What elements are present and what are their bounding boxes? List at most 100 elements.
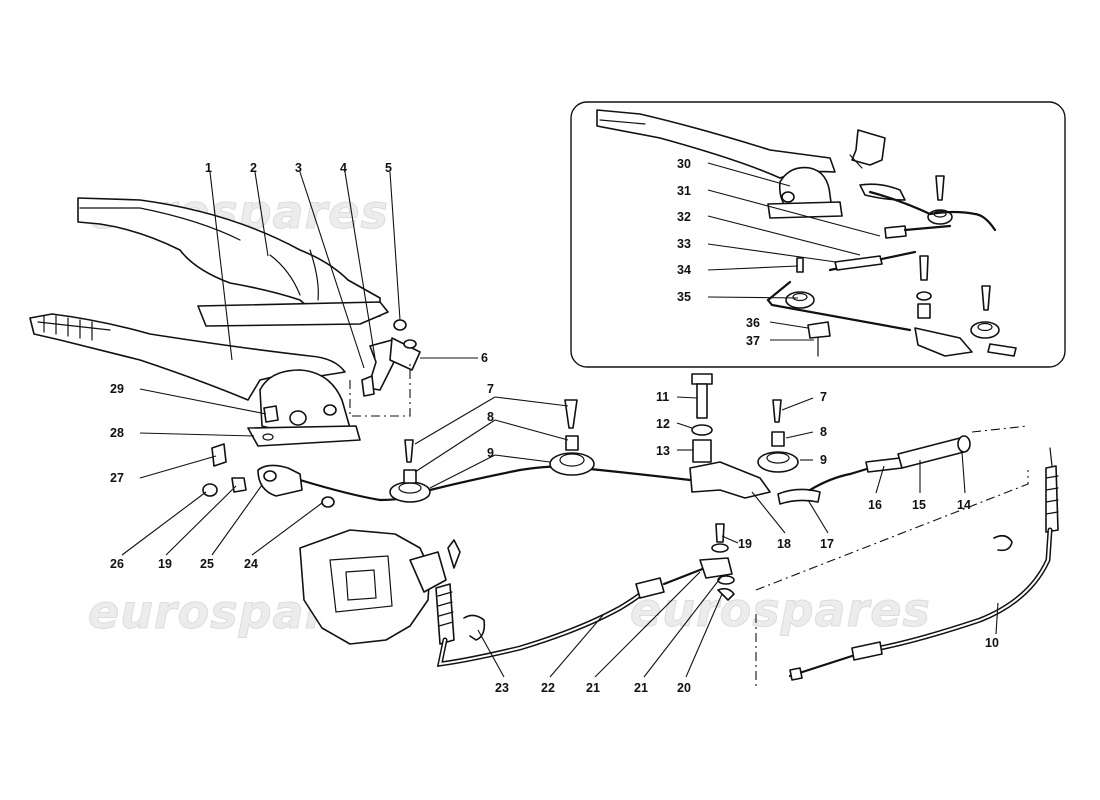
callout-18: 18 [777,537,791,551]
callout-8-right: 8 [820,425,827,439]
callout-25: 25 [200,557,214,571]
spacer-8-left [403,469,417,484]
bolt-7-center [564,399,578,429]
callout-8-left: 8 [487,410,494,424]
callout-9-right: 9 [820,453,827,467]
callout-31: 31 [677,184,691,198]
adjuster-cable [808,466,872,492]
inset-bolt-1 [935,175,945,201]
nut-5 [393,319,407,331]
equalizer-21 [699,557,733,579]
hand-lever [29,313,346,401]
boot-base-flange [197,301,389,327]
callout-33: 33 [677,237,691,251]
adjuster-nut-16 [865,457,903,473]
caliper-body [299,529,431,645]
callout-35: 35 [677,290,691,304]
callout-34: 34 [677,263,691,277]
inset-spring [987,343,1017,357]
pin-19-left [231,477,247,493]
callout-32: 32 [677,210,691,224]
brake-caliper [299,529,486,645]
spacer-8-right [771,431,785,447]
bleed-screw [447,539,461,569]
clip-20 [717,587,735,601]
callout-2: 2 [250,161,257,175]
washer-19 [711,543,729,553]
ratchet-housing [259,369,351,437]
callout-36: 36 [746,316,760,330]
callout-12: 12 [656,417,670,431]
inset-detail [570,101,1066,368]
cable-end-21 [635,577,665,599]
inset-base-plate [767,201,843,219]
inset-cable-3 [766,280,912,332]
washer-12 [691,424,713,436]
bracket-18 [689,461,771,499]
callout-19-left: 19 [158,557,172,571]
callout-5: 5 [385,161,392,175]
callout-26: 26 [110,557,124,571]
inset-bolt-2 [981,285,991,311]
inset-bracket [851,129,886,166]
callout-4: 4 [340,161,347,175]
callout-23: 23 [495,681,509,695]
callout-9-left: 9 [487,446,494,460]
callout-11: 11 [656,390,669,404]
pin-19-right [715,523,725,543]
handbrake-lever-assembly [29,197,421,447]
rear-cable-right [755,425,1059,690]
bolt-7-left [404,439,414,463]
inset-bolt-3 [919,255,929,281]
switch-screw [361,375,375,397]
leader-lines [121,162,999,678]
callout-3: 3 [295,161,302,175]
callout-17: 17 [820,537,834,551]
inset-frame [570,101,1066,368]
clip-27 [211,443,227,467]
callout-1: 1 [205,161,212,175]
callout-7-left: 7 [487,382,494,396]
bushing-13 [692,439,712,463]
watermark-bottom-right: eurospares [630,583,931,637]
clip-right [993,534,1013,552]
callout-20: 20 [677,681,691,695]
dash-link-right [755,470,1029,591]
pulley-left [389,481,431,503]
caliper-lever [409,551,447,593]
adjuster-sleeve-15 [897,437,965,469]
dash-link-left [349,362,411,417]
screw-24 [321,496,335,508]
callout-10: 10 [985,636,999,650]
main-cable [298,465,692,502]
inset-sleeve [807,321,831,339]
callout-27: 27 [110,471,124,485]
rear-cable-left [436,523,735,667]
bolt-7-right [772,399,782,423]
callout-15: 15 [912,498,926,512]
nut-29 [263,405,279,423]
bolt-11-head [691,373,713,385]
callout-22: 22 [541,681,555,695]
inset-arm [859,183,906,201]
callout-24: 24 [244,557,258,571]
pulley-center [549,452,595,476]
callout-6: 6 [481,351,488,365]
callout-37: 37 [746,334,760,348]
callout-13: 13 [656,444,670,458]
callout-29: 29 [110,382,124,396]
callout-21-left: 21 [586,681,600,695]
spring-17 [777,488,821,505]
callout-21-right: 21 [634,681,648,695]
callout-28: 28 [110,426,124,440]
pulley-right [757,451,799,473]
bolt-11-shaft [696,383,708,419]
cable-clevis-25 [257,464,303,497]
inset-cable-1 [868,190,997,232]
callout-14: 14 [957,498,971,512]
inset-lower-bracket [914,327,973,357]
callout-19-right: 19 [738,537,752,551]
adjuster-end-14 [957,435,971,453]
callout-30: 30 [677,157,691,171]
